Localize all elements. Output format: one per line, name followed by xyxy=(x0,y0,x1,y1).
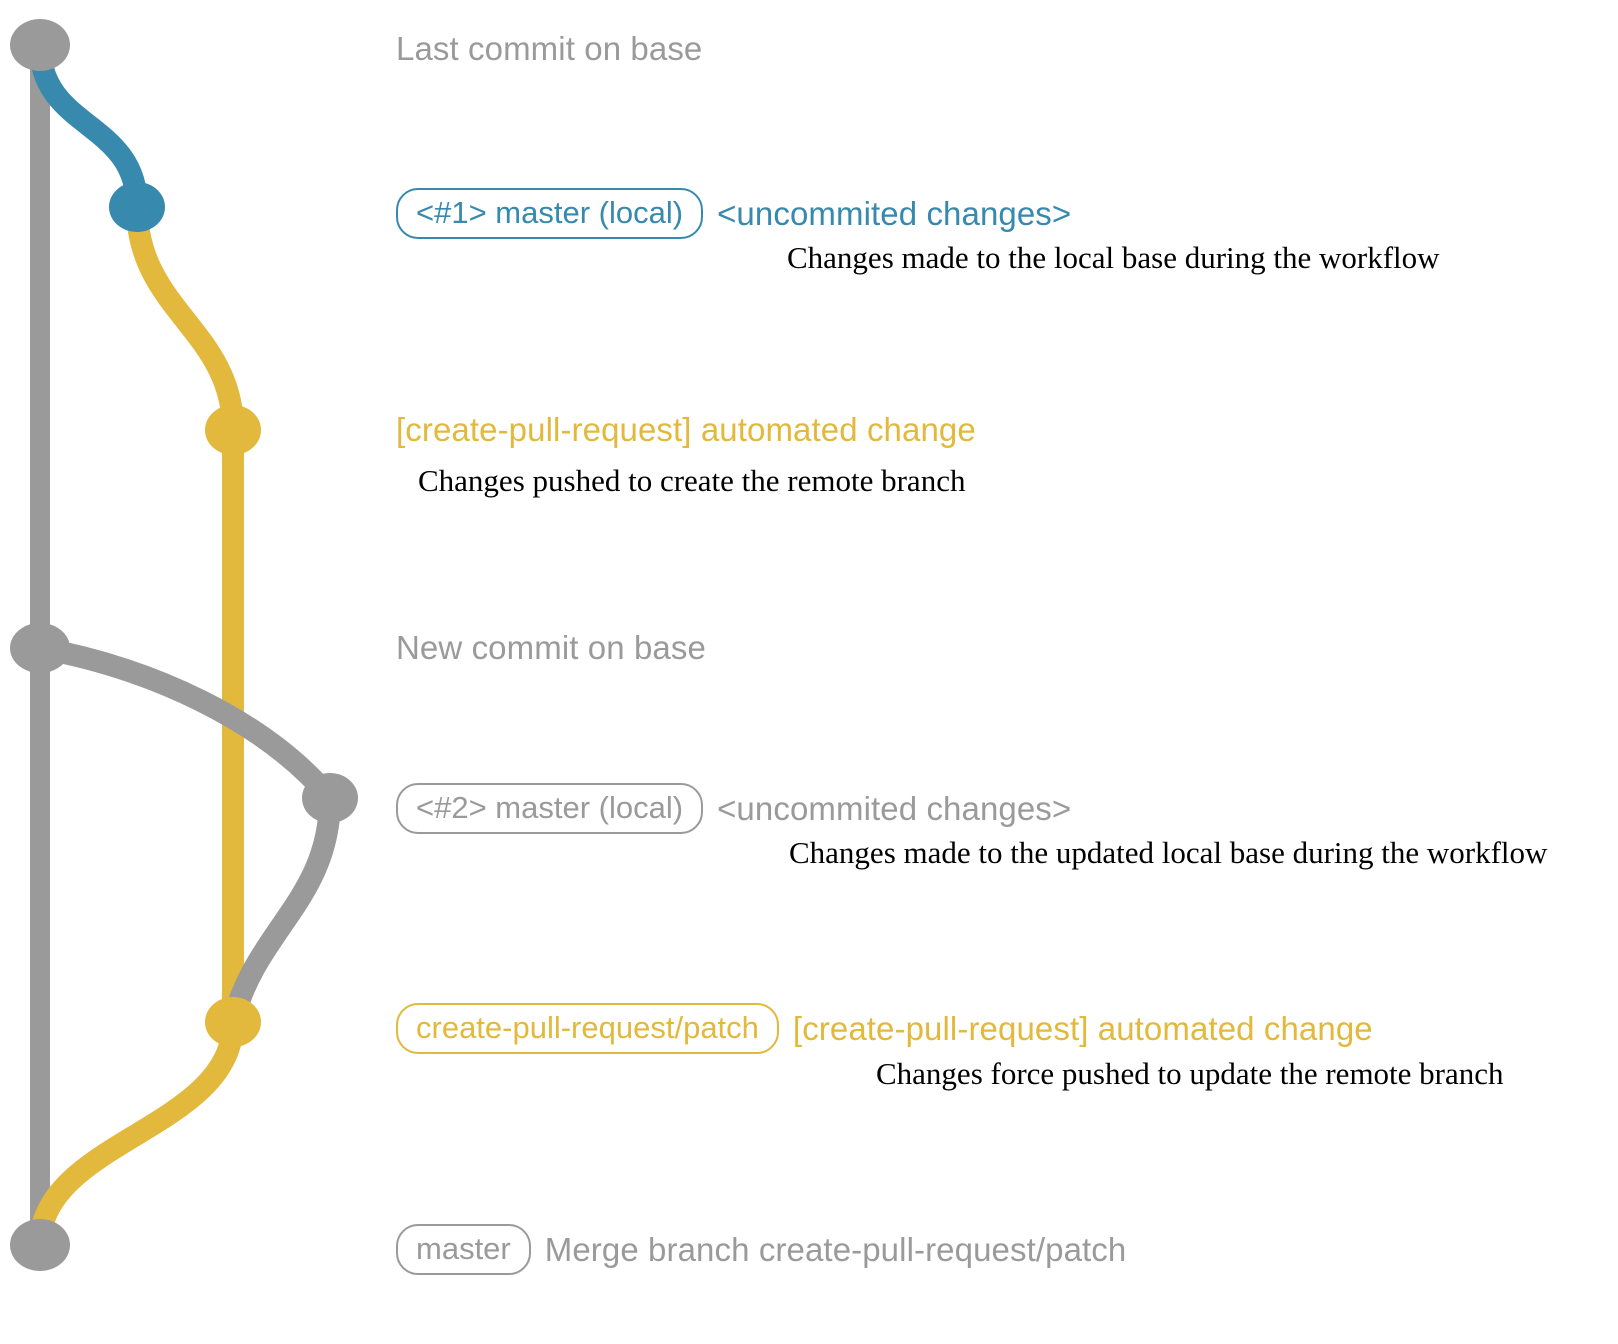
commit-node-merge[interactable] xyxy=(10,1219,70,1271)
commit-node-patch-2[interactable] xyxy=(205,997,261,1047)
note-local-1: Changes made to the local base during th… xyxy=(787,240,1440,275)
commit-subject-local-1: <uncommited changes> xyxy=(717,194,1072,232)
commit-subject-merge: Merge branch create-pull-request/patch xyxy=(544,1230,1127,1268)
commit-subject-automated-change-2: [create-pull-request] automated change xyxy=(792,1009,1373,1047)
commit-node-base-head[interactable] xyxy=(10,19,70,71)
row-automated-change-1: [create-pull-request] automated change xyxy=(396,411,976,449)
edge-patch-2-to-merge xyxy=(29,1011,244,1256)
branch-badge-patch[interactable]: create-pull-request/patch xyxy=(396,1003,779,1054)
row-new-commit-on-base: New commit on base xyxy=(396,629,706,667)
row-automated-change-2: create-pull-request/patch [create-pull-re… xyxy=(396,1003,1373,1054)
row-local-1: <#1> master (local) <uncommited changes> xyxy=(396,188,1071,239)
commit-node-base-new[interactable] xyxy=(10,623,70,673)
note-automated-change-1: Changes pushed to create the remote bran… xyxy=(418,463,966,498)
branch-badge-master[interactable]: master xyxy=(396,1224,531,1275)
branch-badge-local-1[interactable]: <#1> master (local) xyxy=(396,188,704,239)
commit-subject-local-2: <uncommited changes> xyxy=(717,789,1072,827)
edge-local-1-to-patch-1 xyxy=(126,196,244,441)
edge-base-to-local-1 xyxy=(29,34,148,218)
commit-node-local-2[interactable] xyxy=(302,773,358,823)
commit-caption-new-commit: New commit on base xyxy=(396,629,706,666)
commit-caption: Last commit on base xyxy=(396,30,703,67)
commit-node-patch-1[interactable] xyxy=(205,405,261,455)
edge-base-new-to-local-2 xyxy=(29,637,341,809)
note-automated-change-2: Changes force pushed to update the remot… xyxy=(876,1056,1504,1091)
commit-graph xyxy=(10,19,358,1271)
row-local-2: <#2> master (local) <uncommited changes> xyxy=(396,783,1071,834)
commit-caption-automated-change-1: [create-pull-request] automated change xyxy=(396,411,976,448)
row-last-commit-on-base: Last commit on base xyxy=(396,30,702,68)
note-local-2: Changes made to the updated local base d… xyxy=(789,835,1548,870)
commit-node-local-1[interactable] xyxy=(109,182,165,232)
row-merge: master Merge branch create-pull-request/p… xyxy=(396,1224,1126,1275)
branch-badge-local-2[interactable]: <#2> master (local) xyxy=(396,783,704,834)
edge-local-2-to-patch-2 xyxy=(222,787,341,1033)
